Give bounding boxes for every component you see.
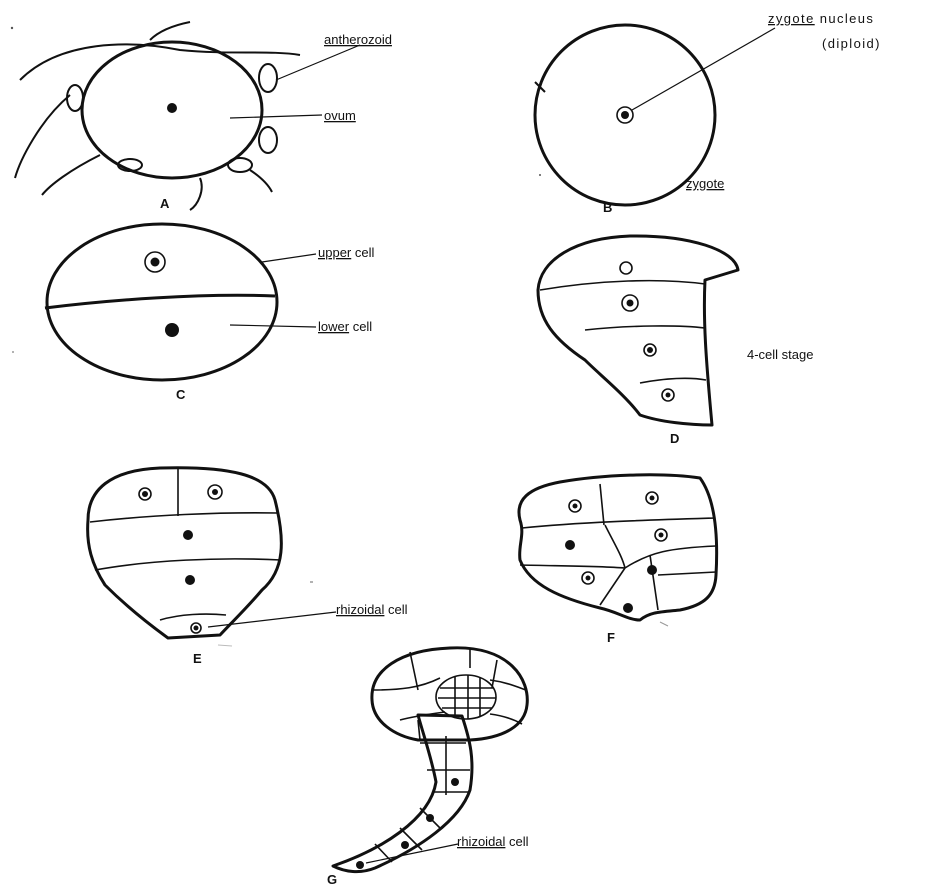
cell-wall: [658, 572, 716, 575]
label-rhizoidal-cell-g: rhizoidal cell: [457, 834, 529, 849]
cell-nucleus: [451, 778, 459, 786]
cell-wall: [585, 326, 705, 330]
antherozoid-tail: [42, 155, 100, 195]
transverse-wall: [45, 295, 275, 308]
rhizoidal-filament: [333, 715, 472, 872]
cell-wall: [160, 614, 226, 620]
antherozoid: [259, 64, 277, 92]
panel-c-two-cell: upper cell lower cell C: [45, 224, 374, 402]
label-zygote: zygote: [686, 176, 724, 191]
cell-nucleus: [401, 841, 409, 849]
antherozoid-tail: [250, 170, 272, 192]
panel-letter-f: F: [607, 630, 615, 645]
cell-wall: [650, 555, 658, 610]
panel-f-embryo: F: [519, 475, 717, 645]
panel-d-four-cell: 4-cell stage D: [538, 236, 813, 446]
panel-letter-g: G: [327, 872, 337, 884]
label-lower-cell: lower cell: [318, 319, 372, 334]
cell-wall: [95, 559, 281, 570]
rhizoidal-nucleus: [356, 861, 364, 869]
cell-wall: [520, 565, 625, 568]
panel-b-zygote: zygote nucleus (diploid) zygote B: [535, 11, 881, 215]
ovum-nucleus: [167, 103, 177, 113]
cell-wall: [640, 378, 706, 383]
antherozoid-tail: [190, 178, 202, 210]
thallus-head: [372, 648, 527, 740]
cell-nucleus: [647, 565, 657, 575]
antherozoid-tail: [15, 95, 70, 178]
cell-nucleus: [426, 814, 434, 822]
apical-cell-cluster: [436, 675, 496, 719]
panel-letter-a: A: [160, 196, 170, 211]
cell-wall: [522, 518, 715, 528]
leader-line: [230, 115, 322, 118]
label-antherozoid: antherozoid: [324, 32, 392, 47]
cell-wall: [625, 546, 716, 568]
antherozoid: [259, 127, 277, 153]
antherozoid-tail: [20, 44, 300, 80]
cell-wall: [90, 513, 278, 522]
lower-cell-nucleus: [165, 323, 179, 337]
label-diploid: (diploid): [822, 36, 881, 51]
cell-nucleus: [565, 540, 575, 550]
cell-wall: [600, 484, 604, 525]
panel-letter-b: B: [603, 200, 612, 215]
label-four-cell-stage: 4-cell stage: [747, 347, 813, 362]
leader-line: [632, 28, 775, 110]
cell-wall: [540, 281, 705, 290]
panel-g-young-thallus: rhizoidal cell G: [327, 648, 529, 884]
cell-nucleus: [185, 575, 195, 585]
cell-nucleus: [183, 530, 193, 540]
leader-line: [208, 612, 336, 627]
antherozoid-tail: [150, 22, 190, 40]
label-ovum: ovum: [324, 108, 356, 123]
leader-line: [262, 254, 316, 262]
cell-nucleus: [620, 262, 632, 274]
four-cell-embryo: [538, 236, 738, 425]
two-cell-embryo: [47, 224, 277, 380]
embryo-e: [88, 468, 282, 638]
panel-a-fertilization: antherozoid ovum A: [15, 22, 392, 211]
panel-letter-e: E: [193, 651, 202, 666]
cell-nucleus: [623, 603, 633, 613]
panel-letter-c: C: [176, 387, 186, 402]
label-zygote-nucleus: zygote nucleus: [768, 11, 874, 26]
panel-letter-d: D: [670, 431, 679, 446]
label-upper-cell: upper cell: [318, 245, 374, 260]
panel-e-embryo: rhizoidal cell E: [88, 468, 408, 666]
leader-line: [276, 45, 360, 80]
cell-wall: [600, 568, 625, 605]
cell-wall: [605, 525, 625, 568]
label-rhizoidal-cell-e: rhizoidal cell: [336, 602, 408, 617]
